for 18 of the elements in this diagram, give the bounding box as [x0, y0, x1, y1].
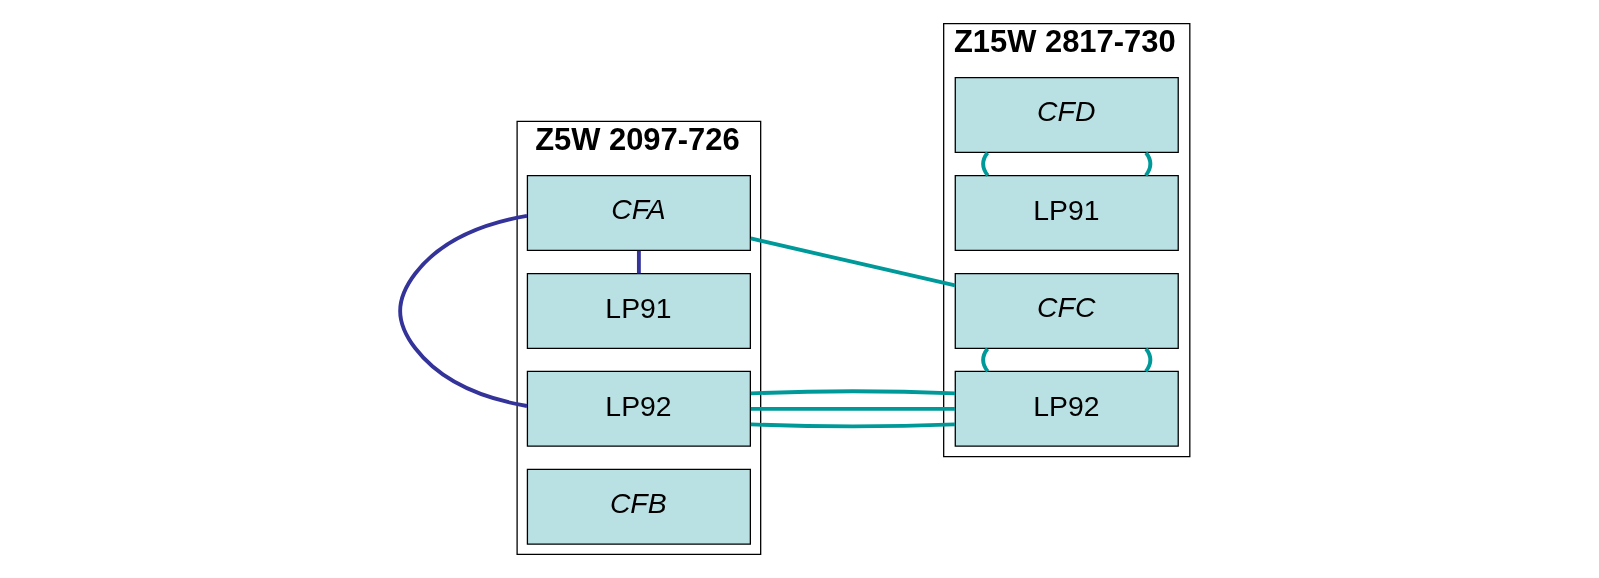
connector	[981, 347, 990, 373]
connector	[750, 422, 956, 429]
connector	[1144, 347, 1153, 373]
connector	[750, 236, 956, 288]
connector	[981, 151, 990, 177]
node-box: LP92	[526, 370, 751, 447]
connector	[636, 250, 641, 274]
node-box: CFA	[526, 174, 751, 251]
connector	[750, 406, 955, 411]
node-box: LP91	[526, 272, 751, 349]
node-box: CFC	[954, 272, 1179, 349]
connector	[750, 389, 956, 396]
connector	[398, 213, 528, 408]
node-box: CFD	[954, 77, 1179, 154]
node-box: LP92	[954, 370, 1179, 447]
connector	[1144, 151, 1153, 177]
node-box: CFB	[526, 468, 751, 545]
node-box: LP91	[954, 174, 1179, 251]
